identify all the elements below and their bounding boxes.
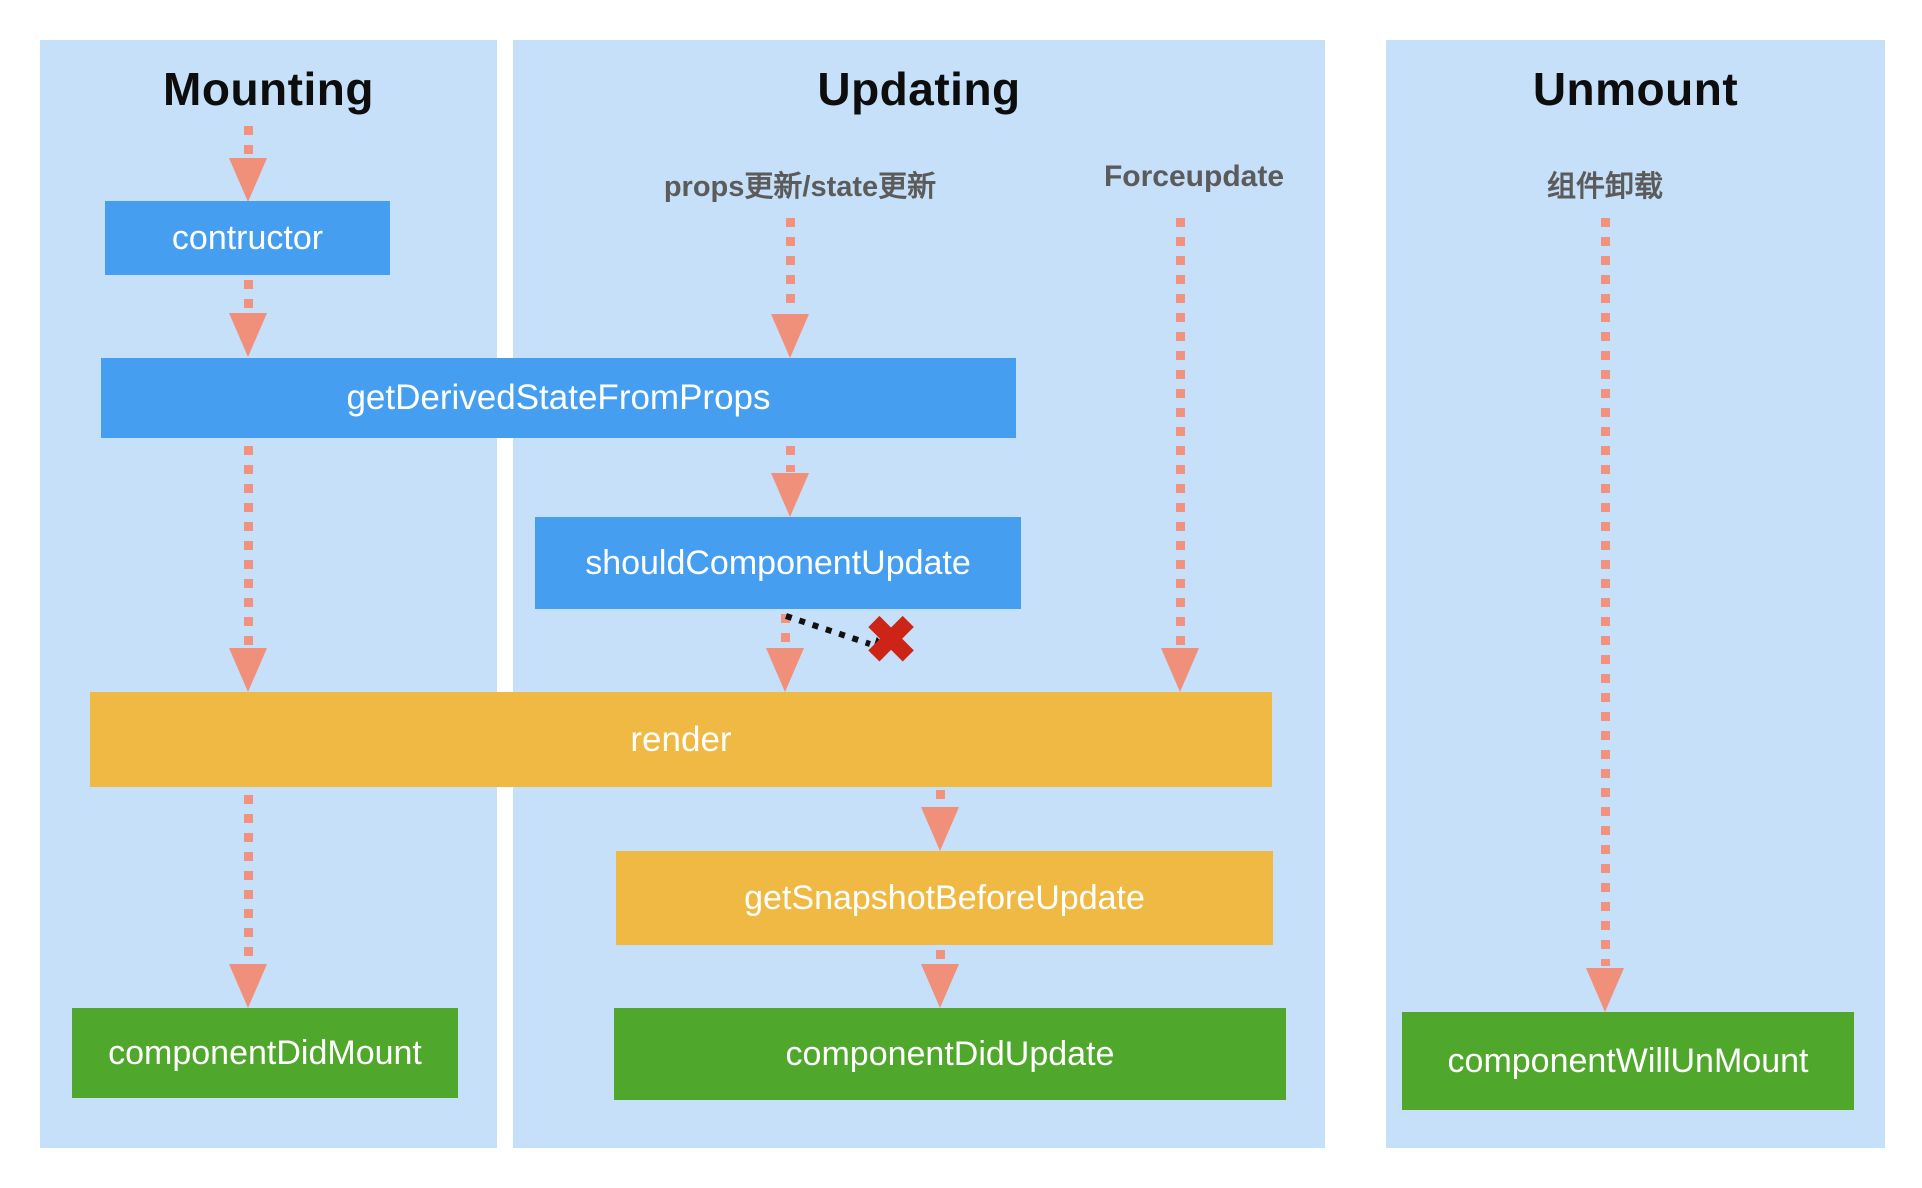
skip-render-arrow-icon xyxy=(785,613,889,654)
flow-arrow-shaft-snapshot-to-didupdate xyxy=(936,950,945,963)
trigger-label-forceupdate: Forceupdate xyxy=(1103,160,1285,193)
lifecycle-box-getsnapshotbeforeupdate: getSnapshotBeforeUpdate xyxy=(616,851,1273,945)
arrow-head-render-left xyxy=(229,648,267,692)
lifecycle-box-componentdidmount: componentDidMount xyxy=(72,1008,458,1098)
flow-arrow-shaft-render-to-snapshot xyxy=(936,790,945,806)
lifecycle-box-shouldcomponentupdate: shouldComponentUpdate xyxy=(535,517,1021,609)
flow-arrow-shaft-contructor-to-derived xyxy=(244,280,253,312)
column-title-unmount: Unmount xyxy=(1532,63,1739,115)
column-title-updating: Updating xyxy=(817,63,1021,115)
block-x-icon: ✖ xyxy=(864,604,918,676)
arrow-head-should xyxy=(771,473,809,517)
trigger-label-unmount: 组件卸载 xyxy=(1546,171,1664,203)
panel-unmount: Unmount xyxy=(1386,40,1885,1148)
arrow-head-derived-left xyxy=(229,313,267,357)
arrow-head-derived-mid xyxy=(771,314,809,358)
flow-arrow-shaft-derived-to-should xyxy=(786,446,795,472)
arrow-head-snapshot xyxy=(921,807,959,851)
lifecycle-box-contructor: contructor xyxy=(105,201,390,275)
flow-arrow-shaft-render-to-didmount xyxy=(244,795,253,963)
flow-arrow-shaft-should-to-render xyxy=(781,614,790,646)
arrow-head-render-force xyxy=(1161,648,1199,692)
arrow-head-render-mid xyxy=(766,648,804,692)
trigger-label-props-state: props更新/state更新 xyxy=(663,171,937,203)
lifecycle-box-componentdidupdate: componentDidUpdate xyxy=(614,1008,1286,1100)
arrow-head-willunmount xyxy=(1586,968,1624,1012)
column-title-mounting: Mounting xyxy=(163,63,374,115)
lifecycle-box-componentwillunmount: componentWillUnMount xyxy=(1402,1012,1854,1110)
flow-arrow-shaft-title-to-contructor xyxy=(244,126,253,158)
arrow-head-didmount xyxy=(229,964,267,1008)
lifecycle-box-render: render xyxy=(90,692,1272,787)
arrow-head-didupdate xyxy=(921,964,959,1008)
flow-arrow-shaft-forceupdate-to-render xyxy=(1176,218,1185,646)
flow-arrow-shaft-props-to-derived xyxy=(786,218,795,312)
flow-arrow-shaft-derived-to-render-mounting xyxy=(244,446,253,646)
arrow-head-contructor xyxy=(229,158,267,202)
lifecycle-box-getderivedstatefromprops: getDerivedStateFromProps xyxy=(101,358,1016,438)
flow-arrow-shaft-unmount xyxy=(1601,218,1610,966)
